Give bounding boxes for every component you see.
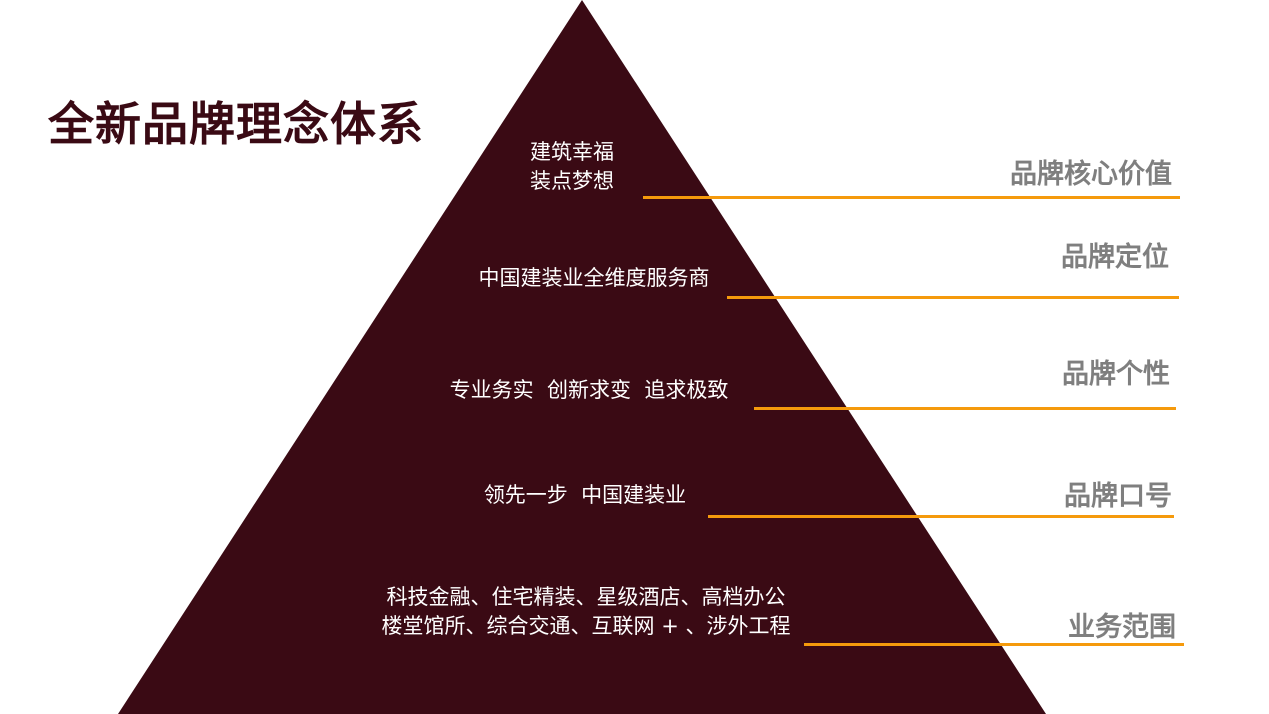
leader-line-positioning — [727, 296, 1179, 299]
pyramid-shape — [118, 0, 1046, 714]
leader-line-business-scope — [804, 643, 1184, 646]
leader-line-slogan — [708, 515, 1174, 518]
level-text-slogan: 领先一步 中国建装业 — [483, 483, 687, 507]
level-text-personality: 专业务实 创新求变 追求极致 — [449, 378, 729, 402]
level-label-core-value: 品牌核心价值 — [1010, 159, 1172, 190]
level-label-slogan: 品牌口号 — [1064, 481, 1172, 512]
leader-line-personality — [754, 407, 1176, 410]
level-text-core-value: 建筑幸福 装点梦想 — [530, 140, 614, 193]
level-label-business-scope: 业务范围 — [1068, 612, 1176, 643]
level-text-positioning: 中国建装业全维度服务商 — [478, 266, 710, 290]
leader-line-core-value — [643, 196, 1180, 199]
level-label-positioning: 品牌定位 — [1061, 242, 1169, 273]
page-title: 全新品牌理念体系 — [48, 97, 424, 151]
level-label-personality: 品牌个性 — [1062, 359, 1170, 390]
level-text-business-scope: 科技金融、住宅精装、星级酒店、高档办公 楼堂馆所、综合交通、互联网 + 、涉外工… — [381, 585, 791, 638]
